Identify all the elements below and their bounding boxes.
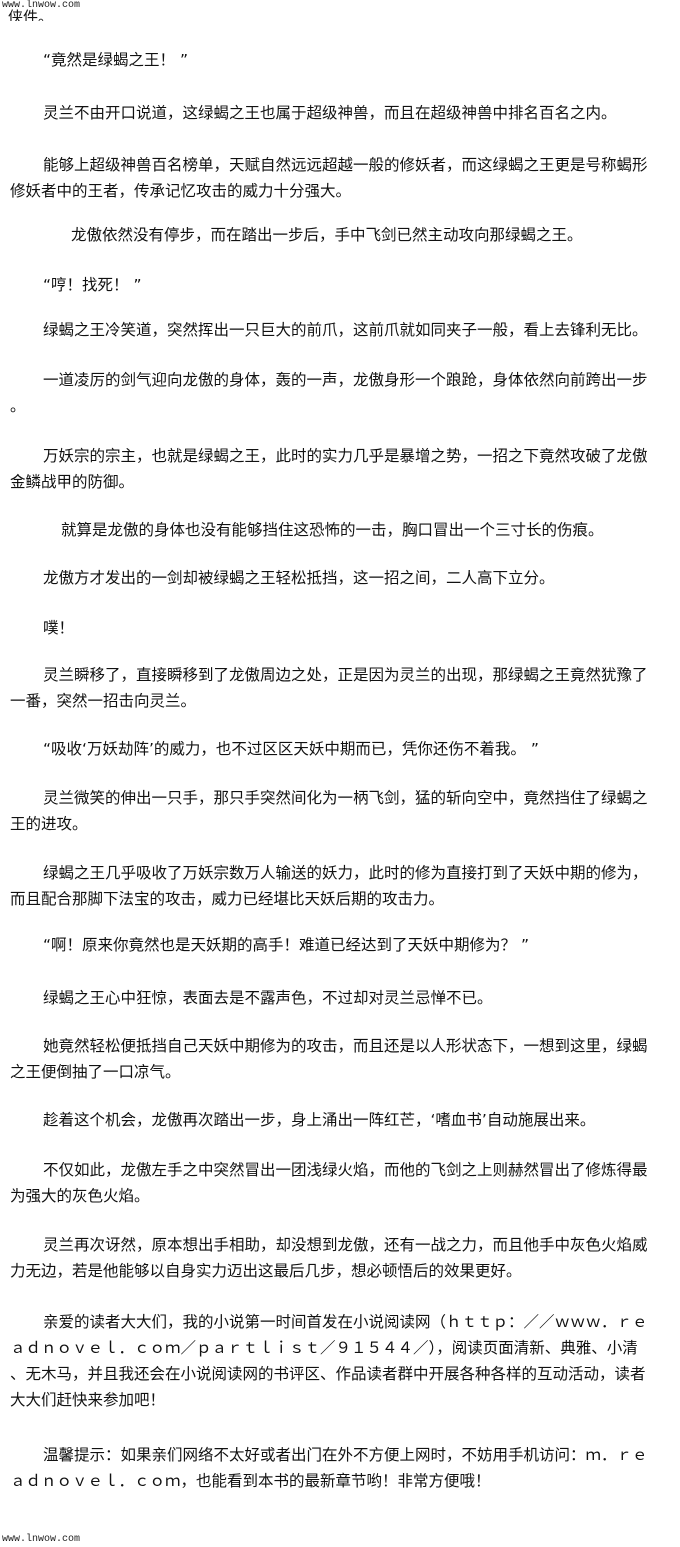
- text-line: 一番，突然一招击向灵兰。: [10, 692, 197, 710]
- text-line: 灵兰微笑的伸出一只手，那只手突然间化为一柄飞剑，猛的斩向空中，竟然挡住了绿蝎之: [43, 789, 648, 807]
- watermark-top: www.lnwow.com: [2, 0, 81, 11]
- paragraph: 噗！: [10, 615, 675, 641]
- text-line: 龙傲依然没有停步，而在踏出一步后，手中飞剑已然主动攻向那绿蝎之王。: [71, 226, 583, 244]
- text-line: 她竟然轻松便抵挡自己天妖中期修为的攻击，而且还是以人形状态下，一想到这里，绿蝎: [43, 1037, 648, 1055]
- text-line: 能够上超级神兽百名榜单，天赋自然远远超越一般的修妖者，而这绿蝎之王更是号称蝎形: [43, 156, 648, 174]
- paragraph: 灵兰瞬移了，直接瞬移到了龙傲周边之处，正是因为灵兰的出现，那绿蝎之王竟然犹豫了一…: [10, 662, 675, 714]
- paragraph: 灵兰再次讶然，原本想出手相助，却没想到龙傲，还有一战之力，而且他手中灰色火焰威力…: [10, 1232, 675, 1284]
- paragraph: 亲爱的读者大大们，我的小说第一时间首发在小说阅读网（ｈｔｔｐ：／／ｗｗｗ．ｒｅ ａ…: [10, 1309, 675, 1413]
- text-line: “竟然是绿蝎之王！ ”: [43, 51, 188, 69]
- text-line: 之王便倒抽了一口凉气。: [10, 1063, 181, 1081]
- text-line: 灵兰再次讶然，原本想出手相助，却没想到龙傲，还有一战之力，而且他手中灰色火焰威: [43, 1236, 648, 1254]
- text-line: 金鳞战甲的防御。: [10, 473, 135, 491]
- text-line: 趁着这个机会，龙傲再次踏出一步，身上涌出一阵红芒，‘嗜血书’自动施展出来。: [43, 1111, 596, 1129]
- paragraph: 她竟然轻松便抵挡自己天妖中期修为的攻击，而且还是以人形状态下，一想到这里，绿蝎之…: [10, 1033, 675, 1085]
- text-line: “啊！原来你竟然也是天妖期的高手！难道已经达到了天妖中期修为？ ”: [43, 936, 529, 954]
- text-line: 力无边，若是他能够以自身实力迈出这最后几步，想必顿悟后的效果更好。: [10, 1262, 522, 1280]
- text-line: 噗！: [43, 619, 75, 637]
- text-line: 绿蝎之王几乎吸收了万妖宗数万人输送的妖力，此时的修为直接打到了天妖中期的修为，: [43, 864, 648, 882]
- paragraph: “竟然是绿蝎之王！ ”: [10, 47, 675, 73]
- text-line: ａｄｎｏｖｅｌ．ｃｏｍ，也能看到本书的最新章节哟！非常方便哦！: [10, 1472, 491, 1490]
- text-line: “吸收‘万妖劫阵’的威力，也不过区区天妖中期而已，凭你还伤不着我。 ”: [43, 740, 539, 758]
- paragraph: “哼！找死！ ”: [10, 272, 675, 298]
- paragraph: 绿蝎之王冷笑道，突然挥出一只巨大的前爪，这前爪就如同夹子一般，看上去锋利无比。: [10, 317, 675, 343]
- paragraph: 绿蝎之王心中狂惊，表面去是不露声色，不过却对灵兰忌惮不已。: [10, 985, 675, 1011]
- paragraph: 绿蝎之王几乎吸收了万妖宗数万人输送的妖力，此时的修为直接打到了天妖中期的修为， 而…: [10, 860, 675, 912]
- text-line: 而且配合那脚下法宝的攻击，威力已经堪比天妖后期的攻击力。: [10, 890, 445, 908]
- text-line: 修妖者中的王者，传承记忆攻击的威力十分强大。: [10, 182, 352, 200]
- watermark-bottom: www.lnwow.com: [2, 1534, 81, 1545]
- paragraph: 能够上超级神兽百名榜单，天赋自然远远超越一般的修妖者，而这绿蝎之王更是号称蝎形修…: [10, 152, 675, 204]
- paragraph: 万妖宗的宗主，也就是绿蝎之王，此时的实力几乎是暴增之势，一招之下竟然攻破了龙傲金…: [10, 443, 675, 495]
- text-line: 温馨提示：如果亲们网络不太好或者出门在外不方便上网时，不妨用手机访问：ｍ．ｒｅ: [43, 1446, 648, 1464]
- text-line: 万妖宗的宗主，也就是绿蝎之王，此时的实力几乎是暴增之势，一招之下竟然攻破了龙傲: [43, 447, 648, 465]
- text-line: 灵兰不由开口说道，这绿蝎之王也属于超级神兽，而且在超级神兽中排名百名之内。: [43, 104, 617, 122]
- text-line: 龙傲方才发出的一剑却被绿蝎之王轻松抵挡，这一招之间，二人高下立分。: [43, 569, 555, 587]
- text-line: “哼！找死！ ”: [43, 276, 142, 294]
- text-line: 大大们赶快来参加吧！: [10, 1391, 166, 1409]
- text-line: 。: [10, 397, 26, 415]
- text-line: 绿蝎之王心中狂惊，表面去是不露声色，不过却对灵兰忌惮不已。: [43, 989, 493, 1007]
- paragraph: 就算是龙傲的身体也没有能够挡住这恐怖的一击，胸口冒出一个三寸长的伤痕。: [10, 517, 675, 543]
- paragraph: 龙傲依然没有停步，而在踏出一步后，手中飞剑已然主动攻向那绿蝎之王。: [10, 222, 675, 248]
- text-line: 为强大的灰色火焰。: [10, 1187, 150, 1205]
- paragraph: 灵兰不由开口说道，这绿蝎之王也属于超级神兽，而且在超级神兽中排名百名之内。: [10, 100, 675, 126]
- text-line: 、无木马，并且我还会在小说阅读网的书评区、作品读者群中开展各种各样的互动活动，读…: [10, 1365, 646, 1383]
- paragraph: 温馨提示：如果亲们网络不太好或者出门在外不方便上网时，不妨用手机访问：ｍ．ｒｅ ａ…: [10, 1442, 675, 1494]
- text-line: ａｄｎｏｖｅｌ．ｃｏｍ／ｐａｒｔｌｉｓｔ／９１５４４／），阅读页面清新、典雅、小…: [10, 1339, 638, 1357]
- truncated-line: 侠件。: [8, 8, 54, 21]
- text-line: 亲爱的读者大大们，我的小说第一时间首发在小说阅读网（ｈｔｔｐ：／／ｗｗｗ．ｒｅ: [43, 1313, 648, 1331]
- paragraph: 趁着这个机会，龙傲再次踏出一步，身上涌出一阵红芒，‘嗜血书’自动施展出来。: [10, 1107, 675, 1133]
- text-line: 灵兰瞬移了，直接瞬移到了龙傲周边之处，正是因为灵兰的出现，那绿蝎之王竟然犹豫了: [43, 666, 648, 684]
- paragraph: 灵兰微笑的伸出一只手，那只手突然间化为一柄飞剑，猛的斩向空中，竟然挡住了绿蝎之王…: [10, 785, 675, 837]
- text-line: 王的进攻。: [10, 815, 88, 833]
- paragraph: 龙傲方才发出的一剑却被绿蝎之王轻松抵挡，这一招之间，二人高下立分。: [10, 565, 675, 591]
- paragraph: “吸收‘万妖劫阵’的威力，也不过区区天妖中期而已，凭你还伤不着我。 ”: [10, 736, 675, 762]
- paragraph: 一道凌厉的剑气迎向龙傲的身体，轰的一声，龙傲身形一个踉跄，身体依然向前跨出一步。: [10, 367, 675, 419]
- text-line: 绿蝎之王冷笑道，突然挥出一只巨大的前爪，这前爪就如同夹子一般，看上去锋利无比。: [43, 321, 648, 339]
- text-line: 一道凌厉的剑气迎向龙傲的身体，轰的一声，龙傲身形一个踉跄，身体依然向前跨出一步: [43, 371, 648, 389]
- text-line: 就算是龙傲的身体也没有能够挡住这恐怖的一击，胸口冒出一个三寸长的伤痕。: [61, 521, 604, 539]
- paragraph: “啊！原来你竟然也是天妖期的高手！难道已经达到了天妖中期修为？ ”: [10, 932, 675, 958]
- paragraph: 不仅如此，龙傲左手之中突然冒出一团浅绿火焰，而他的飞剑之上则赫然冒出了修炼得最为…: [10, 1157, 675, 1209]
- text-line: 不仅如此，龙傲左手之中突然冒出一团浅绿火焰，而他的飞剑之上则赫然冒出了修炼得最: [43, 1161, 648, 1179]
